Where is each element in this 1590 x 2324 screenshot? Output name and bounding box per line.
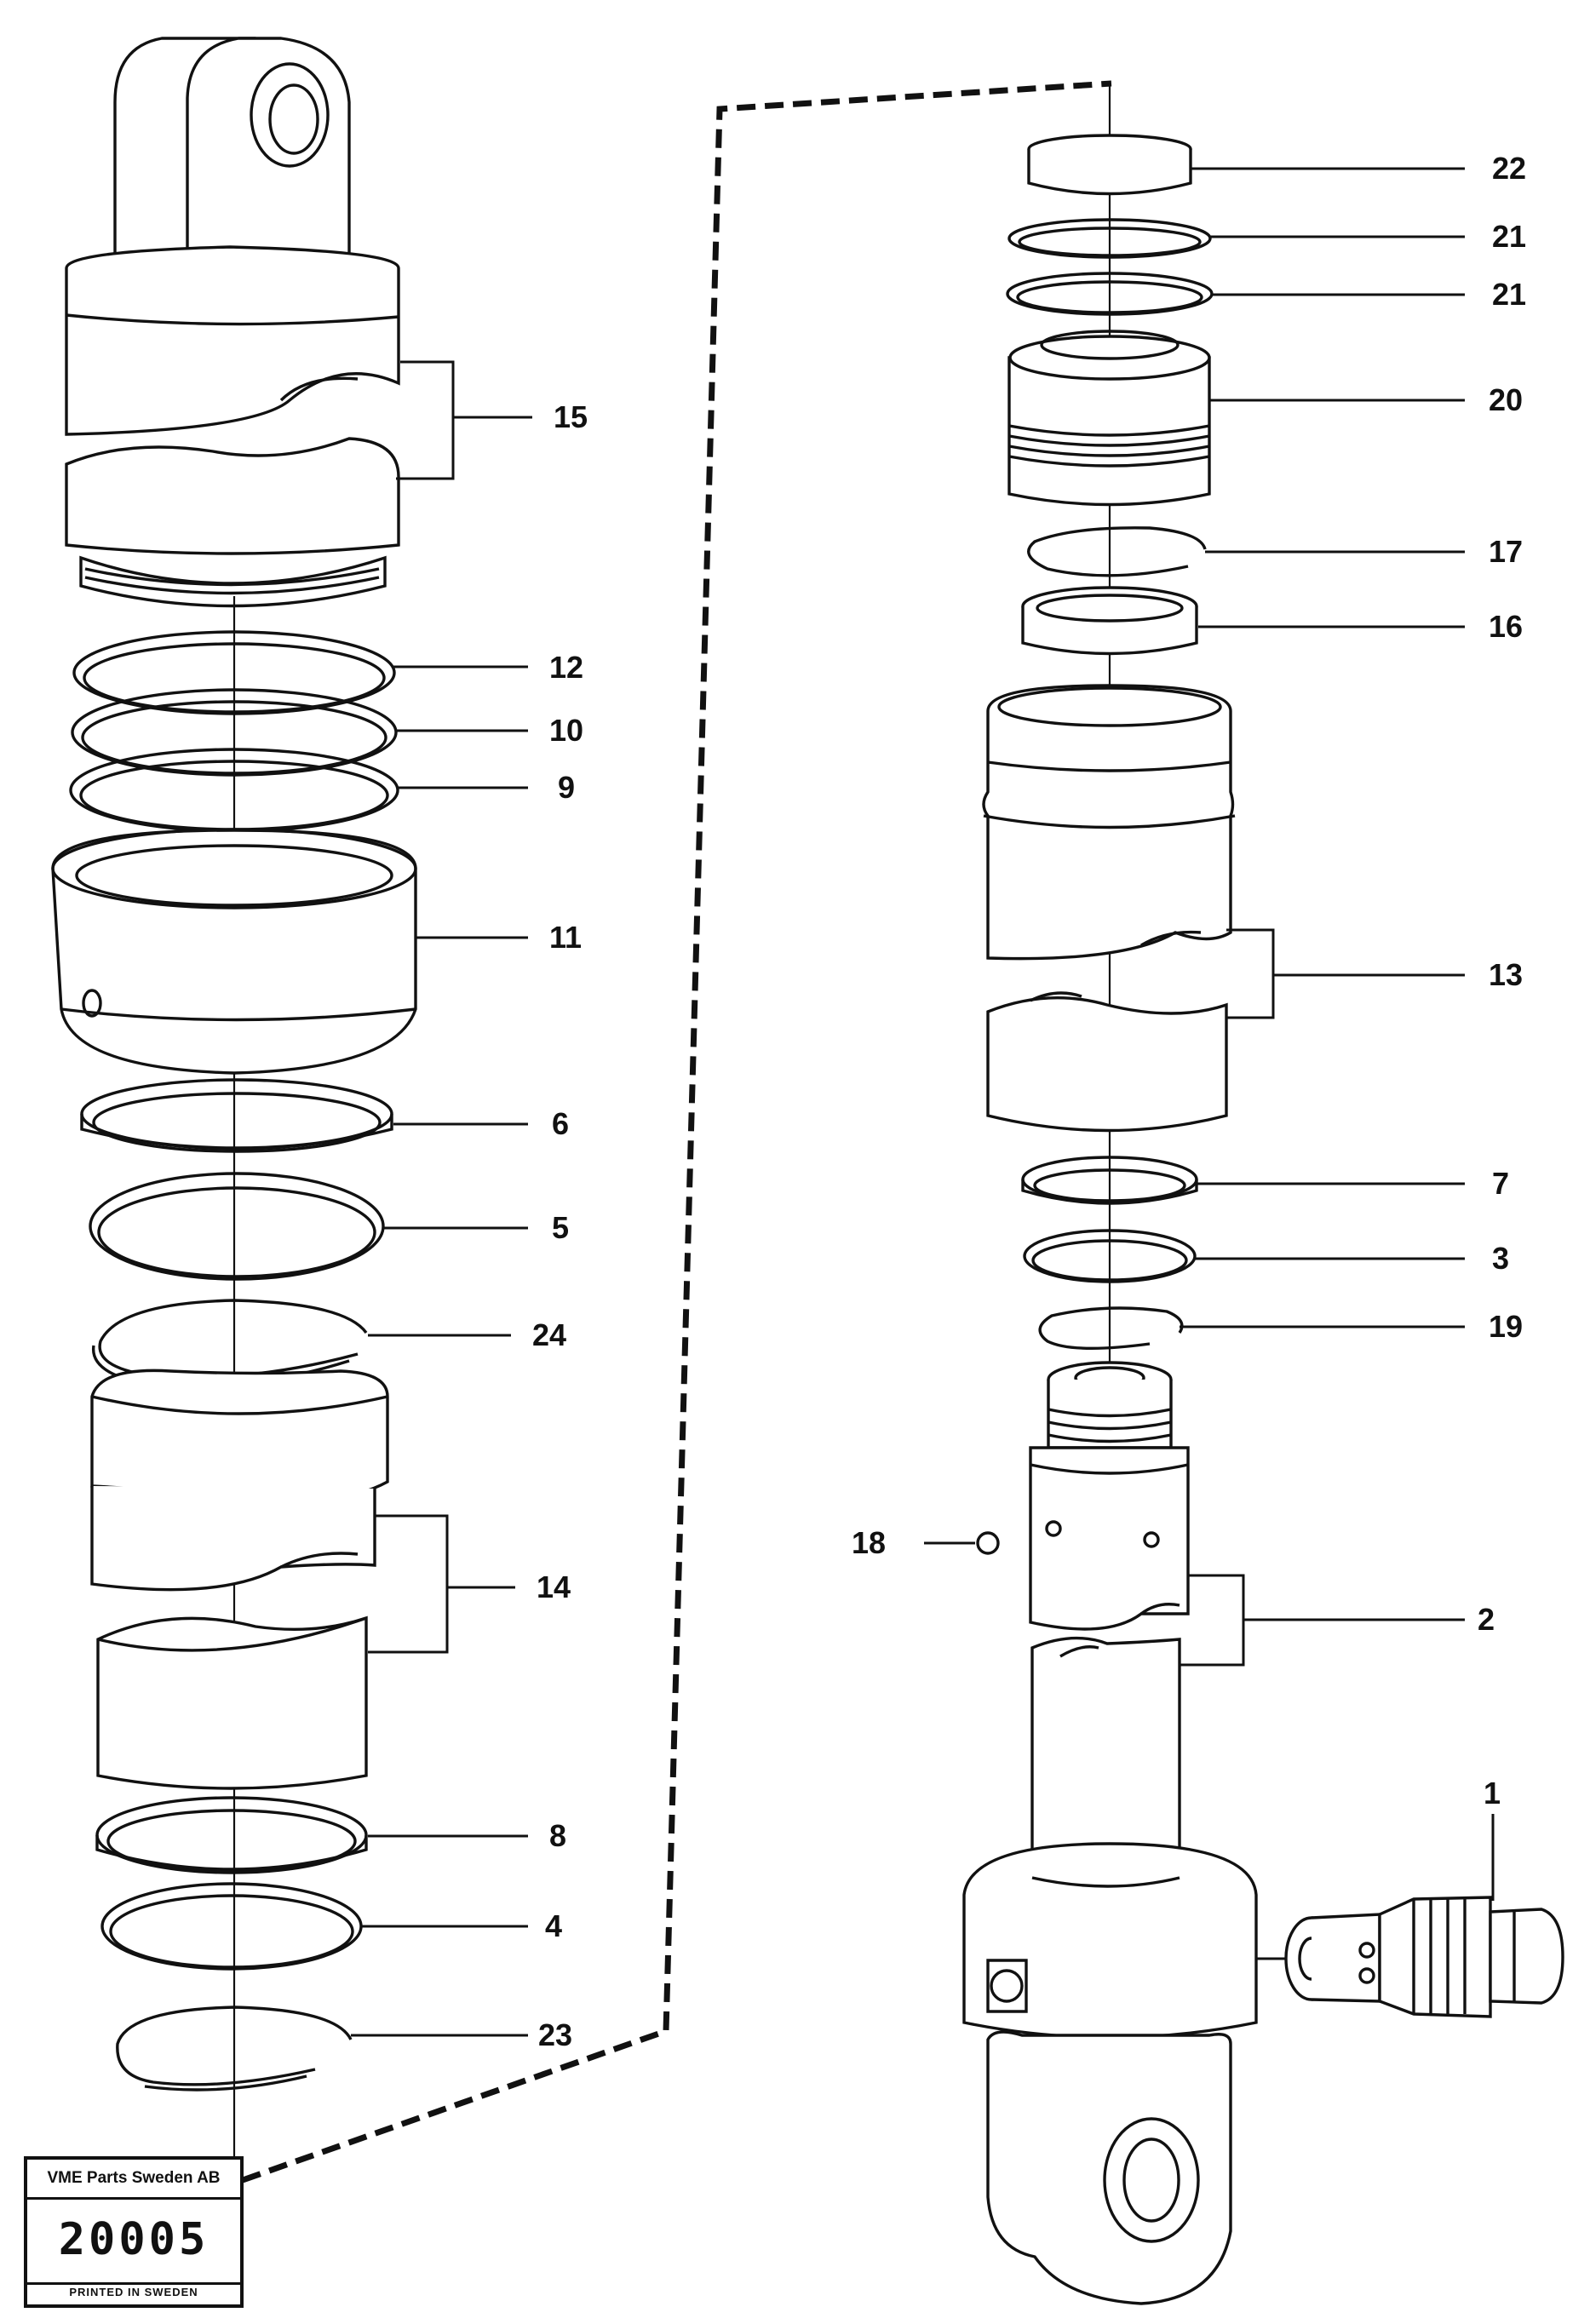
ring-19 <box>1038 1306 1184 1351</box>
part-20-piston <box>1007 330 1211 507</box>
callout-22: 22 <box>1492 151 1526 186</box>
callout-16: 16 <box>1489 609 1523 644</box>
callout-5: 5 <box>552 1210 569 1245</box>
callout-6: 6 <box>552 1106 569 1141</box>
callout-21-a: 21 <box>1492 219 1526 254</box>
ring-4 <box>100 1882 363 1971</box>
stamp-drawing-number: 20005 <box>27 2197 240 2285</box>
callout-21-b: 21 <box>1492 277 1526 312</box>
ring-8 <box>95 1796 368 1874</box>
ring-3 <box>1023 1229 1197 1283</box>
callout-8: 8 <box>549 1818 566 1853</box>
ring-5 <box>89 1172 385 1281</box>
ring-7 <box>1021 1156 1198 1205</box>
callout-3: 3 <box>1492 1241 1509 1276</box>
callout-labels: 15 12 10 9 11 6 5 24 14 8 4 23 22 21 21 … <box>532 151 1526 2052</box>
callout-2: 2 <box>1478 1602 1495 1637</box>
part-11-nut <box>51 828 417 1075</box>
part-22 <box>1027 134 1192 196</box>
part-1-valve <box>1284 1896 1564 2018</box>
callout-19: 19 <box>1489 1309 1523 1344</box>
callout-23: 23 <box>538 2017 572 2052</box>
callout-12: 12 <box>549 650 583 685</box>
stamp-company: VME Parts Sweden AB <box>27 2160 240 2200</box>
callout-9: 9 <box>558 770 575 805</box>
ring-23 <box>116 2006 353 2092</box>
dashed-assembly-line <box>241 80 1112 2183</box>
leader-lines <box>351 167 1495 2037</box>
callout-24: 24 <box>532 1317 566 1352</box>
ring-17 <box>1027 526 1207 577</box>
callout-10: 10 <box>549 713 583 748</box>
part-13-gland <box>982 684 1236 1133</box>
ring-10 <box>71 688 398 777</box>
base-clevis <box>962 1842 1258 2305</box>
callout-18: 18 <box>852 1525 886 1560</box>
callout-13: 13 <box>1489 957 1523 992</box>
ring-6 <box>80 1078 393 1153</box>
part-16 <box>1021 586 1198 656</box>
callout-20: 20 <box>1489 382 1523 417</box>
part-2-rod <box>1029 1361 1190 1884</box>
part-15-tube <box>65 437 400 608</box>
callout-7: 7 <box>1492 1166 1509 1201</box>
right-assembly <box>962 83 1564 2305</box>
callout-17: 17 <box>1489 534 1523 569</box>
callout-14: 14 <box>537 1569 571 1604</box>
title-stamp: VME Parts Sweden AB 20005 PRINTED IN SWE… <box>24 2156 244 2308</box>
callout-11: 11 <box>549 920 582 955</box>
part-14-tube <box>90 1369 389 1790</box>
ring-12 <box>72 630 396 715</box>
left-assembly <box>51 37 417 2189</box>
callout-15: 15 <box>554 399 588 434</box>
stamp-footer: PRINTED IN SWEDEN <box>69 2286 198 2298</box>
callout-4: 4 <box>545 1908 562 1943</box>
callout-1: 1 <box>1484 1776 1501 1810</box>
ring-21-a <box>1007 218 1212 259</box>
head-clevis <box>65 37 400 436</box>
